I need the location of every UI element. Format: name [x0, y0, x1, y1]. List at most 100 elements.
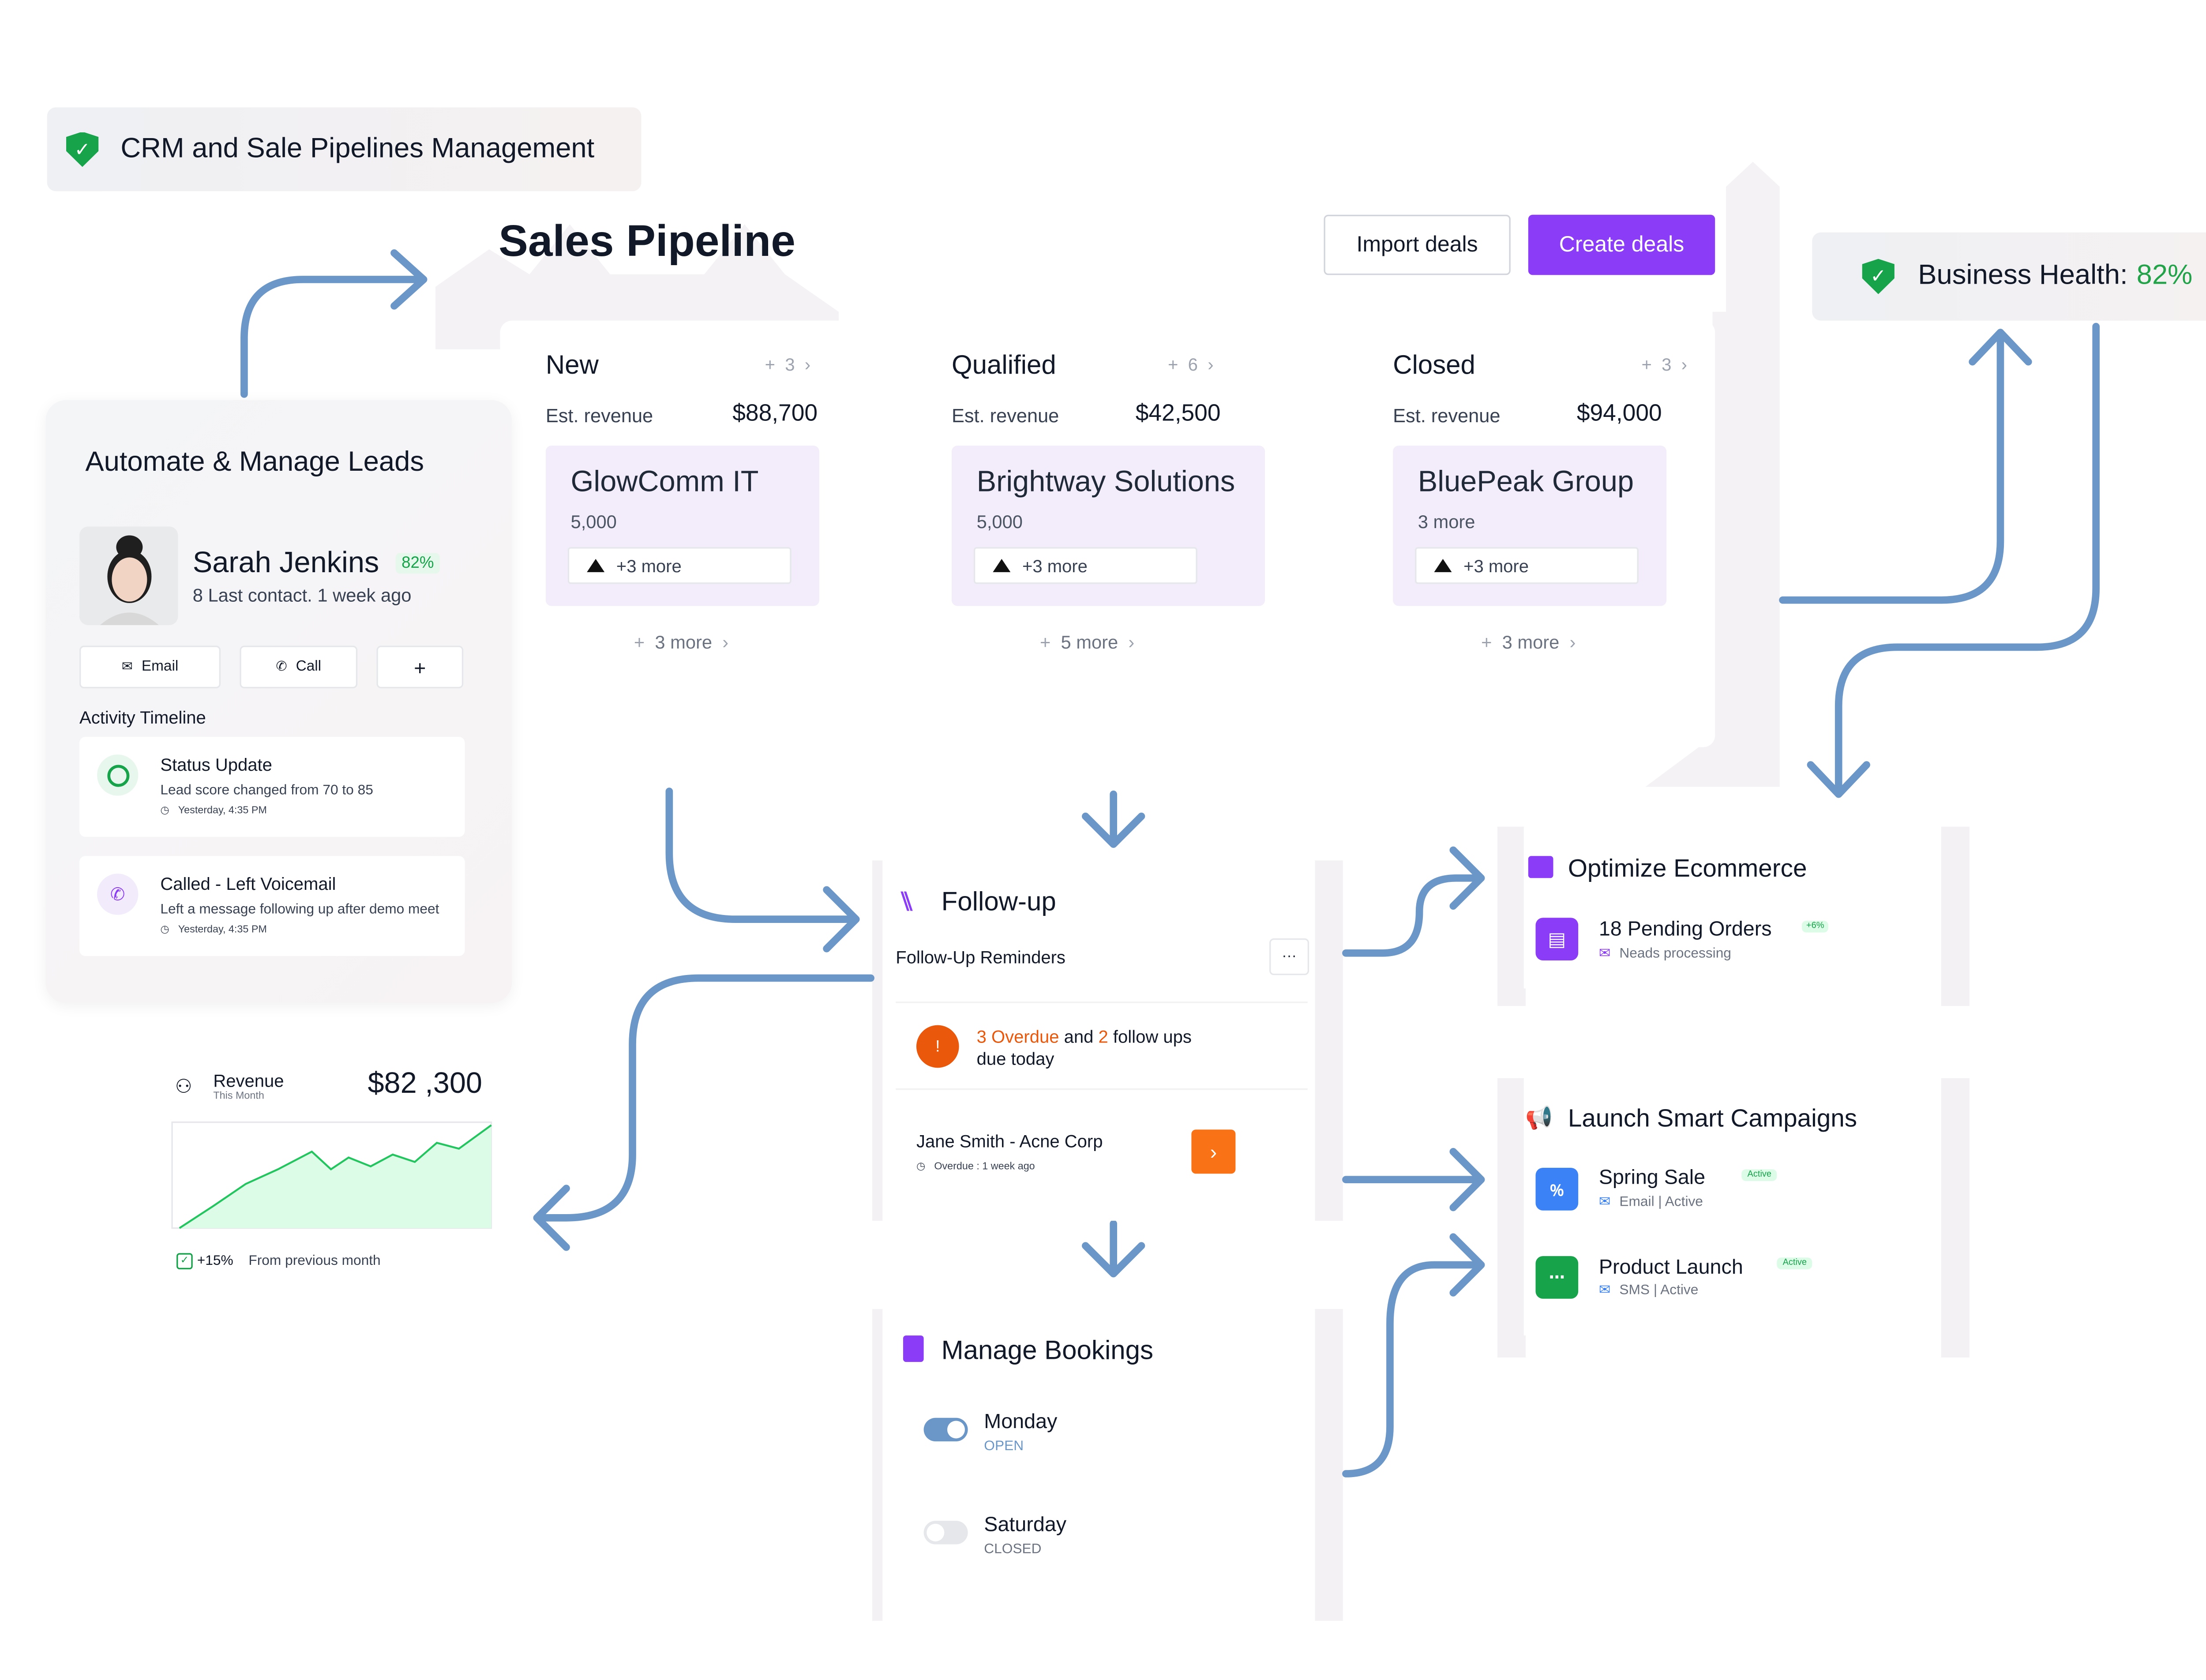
- triangle-up-icon: [993, 559, 1011, 572]
- check-icon: ✓: [176, 1253, 193, 1270]
- envelope-icon: ✉: [1598, 945, 1611, 962]
- email-button[interactable]: ✉Email: [79, 645, 221, 689]
- phone-icon: ✆: [276, 659, 287, 674]
- create-deals-button[interactable]: Create deals: [1528, 214, 1715, 275]
- campaign-badge: Active: [1741, 1169, 1778, 1181]
- add-action-button[interactable]: +: [376, 645, 464, 689]
- lane-more-link[interactable]: + 3 more ›: [1481, 632, 1576, 653]
- est-revenue-amount: $88,700: [732, 401, 818, 427]
- megaphone-icon: 📢: [1525, 1106, 1553, 1131]
- campaigns-card: 📢 Launch Smart Campaigns ％ Spring Sale A…: [1523, 1078, 1936, 1336]
- call-button[interactable]: ✆Call: [240, 645, 358, 689]
- envelope-icon: ✉: [1598, 1282, 1611, 1299]
- followup-card: ⑊ Follow-up Follow-Up Reminders ··· ! 3 …: [882, 860, 1315, 1221]
- alert-icon: !: [916, 1025, 959, 1068]
- campaigns-title: Launch Smart Campaigns: [1568, 1104, 1857, 1133]
- revenue-sub: This Month: [213, 1091, 264, 1102]
- lane-more-link[interactable]: + 5 more ›: [1039, 632, 1135, 653]
- revenue-change: +15%: [197, 1253, 233, 1270]
- deal-value: 5,000: [976, 512, 1023, 532]
- revenue-change-label: From previous month: [248, 1253, 381, 1270]
- clock-icon: ◷: [160, 806, 169, 817]
- timeline-item[interactable]: ✆ Called - Left Voicemail Left a message…: [79, 856, 465, 956]
- followup-item-name: Jane Smith - Acne Corp: [916, 1131, 1103, 1152]
- revenue-value: $82 ,300: [368, 1068, 483, 1100]
- deal-card[interactable]: BluePeak Group 3 more +3 more: [1393, 446, 1667, 606]
- contact-name: Sarah Jenkins: [192, 547, 379, 580]
- triangle-up-icon: [1434, 559, 1452, 572]
- orders-badge: +6%: [1801, 920, 1829, 933]
- business-health-label: Business Health:: [1918, 260, 2128, 292]
- est-revenue-amount: $94,000: [1576, 401, 1662, 427]
- deal-card[interactable]: GlowComm IT 5,000 +3 more: [545, 446, 819, 606]
- deal-name: BluePeak Group: [1418, 466, 1634, 499]
- timeline-item-time: ◷Yesterday, 4:35 PM: [160, 925, 267, 936]
- lane-more-link[interactable]: + 3 more ›: [634, 632, 729, 653]
- bookmark-icon: [903, 1335, 924, 1362]
- route-icon: ⑊: [898, 887, 915, 916]
- whatsapp-icon: [97, 754, 139, 796]
- saturday-toggle[interactable]: [923, 1521, 968, 1545]
- timeline-item[interactable]: Status Update Lead score changed from 70…: [79, 737, 465, 837]
- envelope-icon: ✉: [121, 659, 133, 674]
- users-icon: ⚇: [175, 1075, 192, 1098]
- deal-name: Brightway Solutions: [976, 466, 1235, 499]
- revenue-label: Revenue: [213, 1071, 284, 1091]
- lane-count[interactable]: + 3 ›: [1641, 354, 1688, 375]
- ecommerce-title: Optimize Ecommerce: [1568, 854, 1807, 883]
- revenue-sparkline: [171, 1121, 492, 1229]
- lane-count[interactable]: + 3 ›: [765, 354, 811, 375]
- timeline-item-title: Called - Left Voicemail: [160, 874, 336, 894]
- campaign-sub: ✉SMS | Active: [1598, 1282, 1699, 1299]
- deal-value: 3 more: [1418, 512, 1475, 532]
- est-revenue-amount: $42,500: [1135, 401, 1221, 427]
- pending-orders: 18 Pending Orders: [1598, 916, 1772, 940]
- deal-more-button[interactable]: +3 more: [1415, 547, 1639, 584]
- booking-status: CLOSED: [984, 1541, 1042, 1558]
- campaign-badge: Active: [1777, 1257, 1813, 1270]
- more-options-button[interactable]: ···: [1269, 938, 1309, 975]
- business-health-tag: ✓ Business Health: 82%: [1812, 232, 2206, 321]
- deal-card[interactable]: Brightway Solutions 5,000 +3 more: [951, 446, 1265, 606]
- est-revenue-label: Est. revenue: [951, 404, 1059, 427]
- deal-value: 5,000: [570, 512, 617, 532]
- deal-name: GlowComm IT: [570, 466, 759, 499]
- clock-icon: ◷: [916, 1162, 926, 1173]
- revenue-card: ⚇ Revenue This Month $82 ,300 ✓ +15% Fro…: [154, 1048, 515, 1299]
- deal-more-button[interactable]: +3 more: [973, 547, 1197, 584]
- clock-icon: ◷: [160, 925, 169, 936]
- booking-day: Saturday: [984, 1512, 1067, 1536]
- ghost-shape-followup-right: [1313, 860, 1343, 1221]
- shield-check-icon: ✓: [1862, 259, 1895, 294]
- contact-meta: 8 Last contact. 1 week ago: [192, 585, 412, 606]
- ghost-shape-bookings-right: [1313, 1309, 1343, 1621]
- percent-icon: ％: [1535, 1168, 1579, 1211]
- timeline-item-title: Status Update: [160, 754, 272, 775]
- open-followup-button[interactable]: ›: [1191, 1129, 1236, 1174]
- business-health-value: 82%: [2136, 260, 2193, 292]
- page-title: Sales Pipeline: [499, 218, 795, 266]
- orders-sub: ✉Neads processing: [1598, 945, 1731, 962]
- deal-more-button[interactable]: +3 more: [567, 547, 792, 584]
- envelope-icon: ✉: [1598, 1194, 1611, 1211]
- crm-header-label: CRM and Sale Pipelines Management: [120, 133, 595, 164]
- booking-row: Monday OPEN: [896, 1390, 1307, 1478]
- campaign-name: Product Launch: [1598, 1254, 1743, 1279]
- phone-icon: ✆: [97, 874, 139, 915]
- followup-title: Follow-up: [941, 887, 1056, 916]
- campaign-sub: ✉Email | Active: [1598, 1194, 1703, 1211]
- reminders-title: Follow-Up Reminders: [896, 947, 1065, 968]
- followup-item-meta: ◷Overdue : 1 week ago: [916, 1162, 1035, 1173]
- crm-header-tag: ✓ CRM and Sale Pipelines Management: [47, 107, 642, 191]
- booking-day: Monday: [984, 1409, 1058, 1433]
- lead-score-badge: 82%: [395, 553, 440, 574]
- bookings-card: Manage Bookings Monday OPEN Saturday CLO…: [882, 1309, 1315, 1621]
- leads-card: Automate & Manage Leads Sarah Jenkins 82…: [45, 400, 512, 1003]
- import-deals-button[interactable]: Import deals: [1324, 214, 1511, 275]
- monday-toggle[interactable]: [923, 1418, 968, 1442]
- storefront-icon: [1528, 856, 1553, 878]
- lane-title: Qualified: [951, 350, 1056, 380]
- lane-count[interactable]: + 6 ›: [1168, 354, 1214, 375]
- timeline-item-time: ◷Yesterday, 4:35 PM: [160, 806, 267, 817]
